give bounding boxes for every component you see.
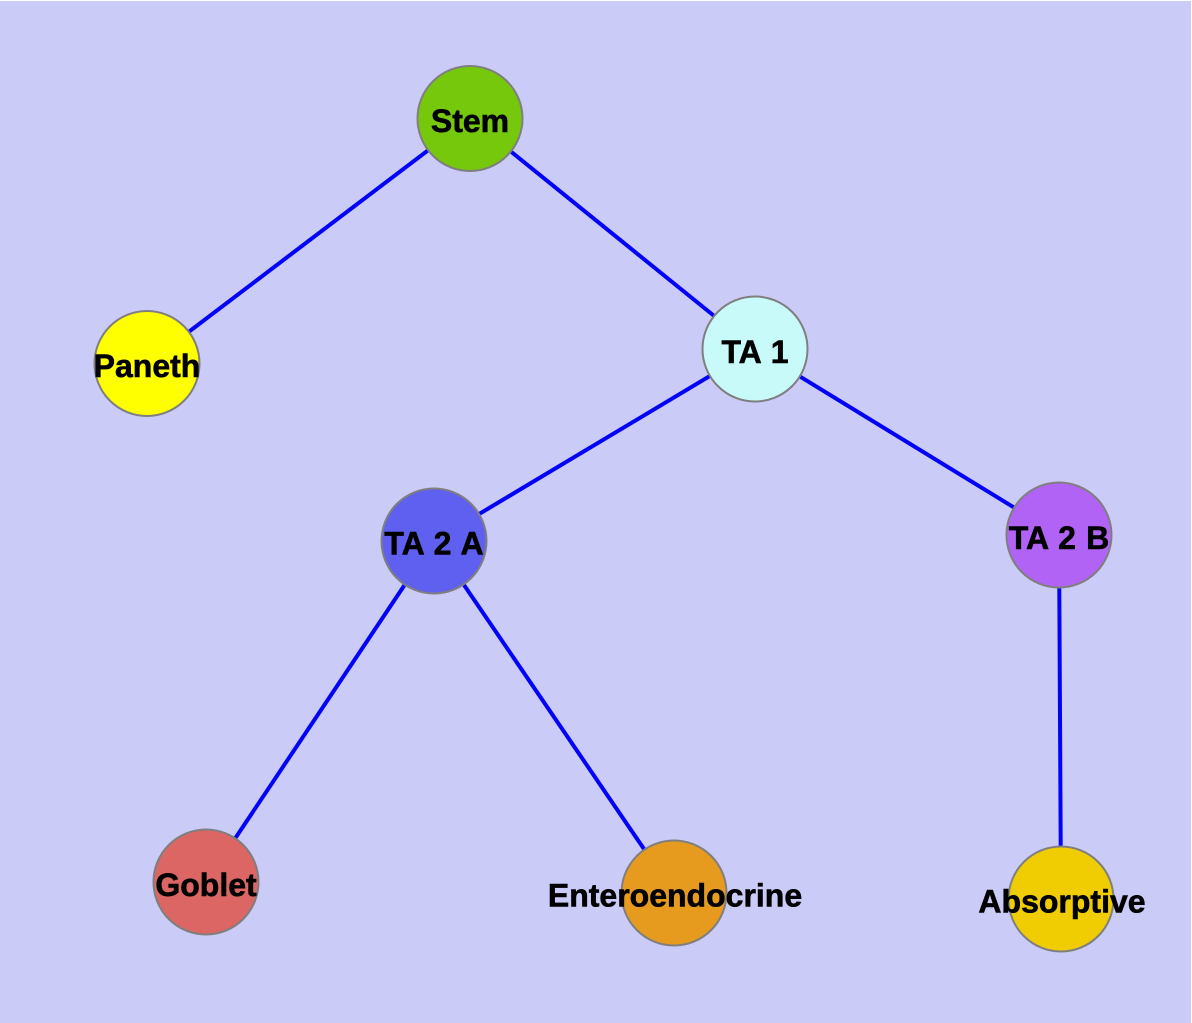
svg-text:Paneth: Paneth <box>94 348 201 384</box>
svg-text:Enteroendocrine: Enteroendocrine <box>548 877 802 913</box>
svg-text:Stem: Stem <box>431 103 509 139</box>
svg-text:Absorptive: Absorptive <box>978 883 1145 919</box>
svg-text:Goblet: Goblet <box>155 867 257 903</box>
svg-text:TA 2 B: TA 2 B <box>1009 520 1109 556</box>
svg-text:TA 1: TA 1 <box>721 334 788 370</box>
svg-text:TA 2 A: TA 2 A <box>384 525 483 561</box>
